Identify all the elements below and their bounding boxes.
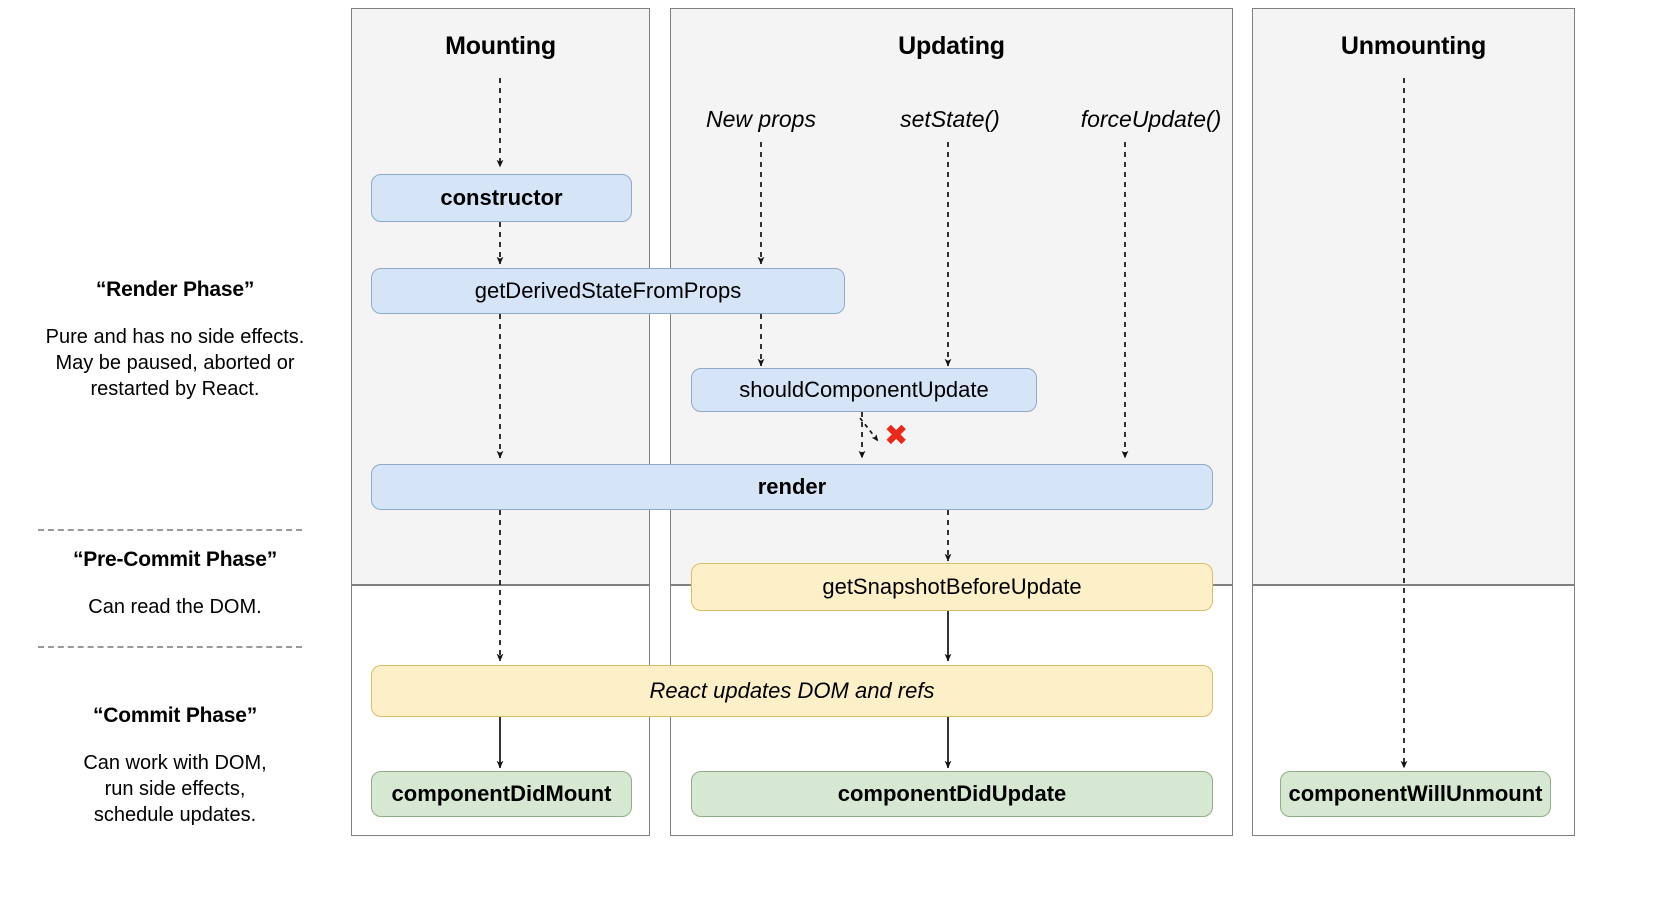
phase-render-line-2: May be paused, aborted or xyxy=(55,352,295,374)
arrow-scu-false-branch xyxy=(859,417,879,442)
phase-pre-commit-line-1: Can read the DOM. xyxy=(88,596,262,618)
trigger-set-state: setState() xyxy=(900,106,1000,132)
skip-render-x-icon: ✖ xyxy=(884,418,909,452)
phase-render-line-1: Pure and has no side effects. xyxy=(45,326,305,348)
node-constructor[interactable]: constructor xyxy=(371,174,632,222)
node-component-did-update[interactable]: componentDidUpdate xyxy=(691,771,1213,817)
phase-divider-top xyxy=(38,529,302,531)
column-title-mounting: Mounting xyxy=(445,32,556,60)
phase-render: “Render Phase” Pure and has no side effe… xyxy=(10,278,340,402)
node-render[interactable]: render xyxy=(371,464,1213,510)
phase-pre-commit: “Pre-Commit Phase” Can read the DOM. xyxy=(10,548,340,620)
column-title-updating: Updating xyxy=(898,32,1005,60)
node-get-derived-state-from-props[interactable]: getDerivedStateFromProps xyxy=(371,268,845,314)
node-component-did-mount[interactable]: componentDidMount xyxy=(371,771,632,817)
trigger-new-props: New props xyxy=(706,106,816,132)
column-unmounting-render-zone xyxy=(1252,8,1575,585)
phase-commit-line-3: schedule updates. xyxy=(93,804,257,826)
node-should-component-update[interactable]: shouldComponentUpdate xyxy=(691,368,1037,412)
node-get-snapshot-before-update[interactable]: getSnapshotBeforeUpdate xyxy=(691,563,1213,611)
phase-render-title: “Render Phase” xyxy=(95,278,255,301)
phase-divider-bottom xyxy=(38,646,302,648)
node-component-will-unmount[interactable]: componentWillUnmount xyxy=(1280,771,1551,817)
column-title-unmounting: Unmounting xyxy=(1340,32,1487,60)
phase-render-line-3: restarted by React. xyxy=(90,378,260,400)
trigger-force-update: forceUpdate() xyxy=(1080,106,1222,132)
phase-pre-commit-title: “Pre-Commit Phase” xyxy=(72,548,278,571)
phase-commit-title: “Commit Phase” xyxy=(92,704,258,727)
phase-commit-line-2: run side effects, xyxy=(104,778,246,800)
phase-commit: “Commit Phase” Can work with DOM, run si… xyxy=(10,704,340,828)
phase-commit-line-1: Can work with DOM, xyxy=(83,752,267,774)
node-react-updates-dom-and-refs[interactable]: React updates DOM and refs xyxy=(371,665,1213,717)
